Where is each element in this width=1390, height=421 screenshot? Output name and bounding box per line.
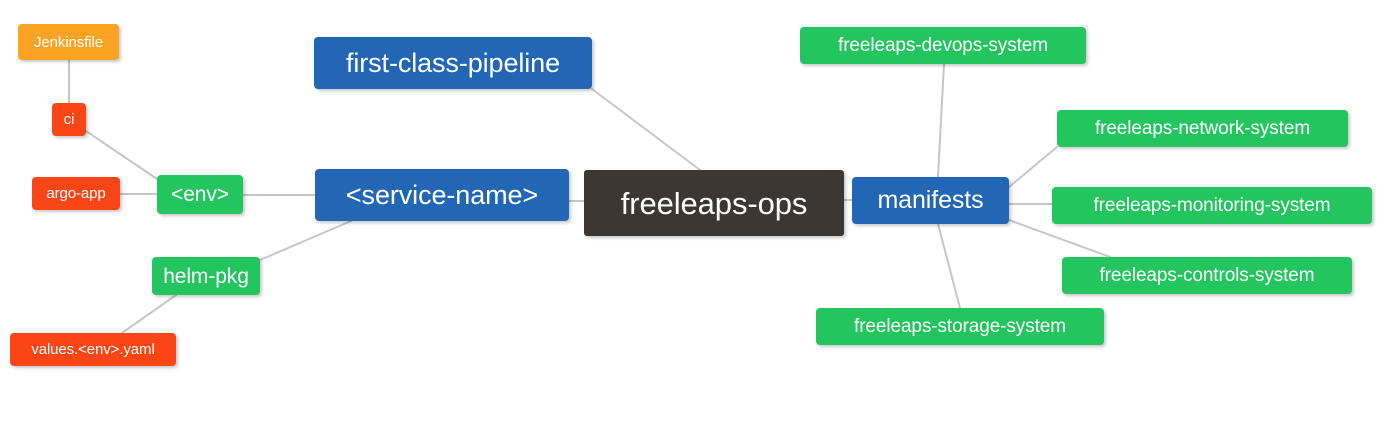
node-env[interactable]: <env> bbox=[157, 175, 243, 214]
edge-manifests-to-network bbox=[1008, 146, 1058, 188]
node-manifests[interactable]: manifests bbox=[852, 177, 1009, 224]
edge-manifests-to-storage bbox=[937, 223, 961, 309]
node-helm-pkg[interactable]: helm-pkg bbox=[152, 257, 260, 295]
node-network[interactable]: freeleaps-network-system bbox=[1057, 110, 1348, 147]
node-freeleaps-ops[interactable]: freeleaps-ops bbox=[584, 170, 844, 236]
node-jenkinsfile[interactable]: Jenkinsfile bbox=[18, 24, 119, 60]
edge-manifests-to-controls bbox=[1008, 219, 1111, 258]
node-values-yaml[interactable]: values.<env>.yaml bbox=[10, 333, 176, 366]
node-ci[interactable]: ci bbox=[52, 103, 86, 136]
edge-helm-pkg-to-service-name bbox=[259, 220, 352, 261]
node-devops[interactable]: freeleaps-devops-system bbox=[800, 27, 1086, 64]
node-storage[interactable]: freeleaps-storage-system bbox=[816, 308, 1104, 345]
node-argo-app[interactable]: argo-app bbox=[32, 177, 120, 210]
edge-values-yaml-to-helm-pkg bbox=[121, 294, 177, 334]
node-pipeline[interactable]: first-class-pipeline bbox=[314, 37, 592, 89]
edge-pipeline-to-freeleaps-ops bbox=[591, 88, 701, 171]
node-controls[interactable]: freeleaps-controls-system bbox=[1062, 257, 1352, 294]
edge-manifests-to-devops bbox=[937, 63, 945, 178]
node-service-name[interactable]: <service-name> bbox=[315, 169, 569, 221]
edge-ci-to-env bbox=[85, 130, 161, 182]
node-monitoring[interactable]: freeleaps-monitoring-system bbox=[1052, 187, 1372, 224]
